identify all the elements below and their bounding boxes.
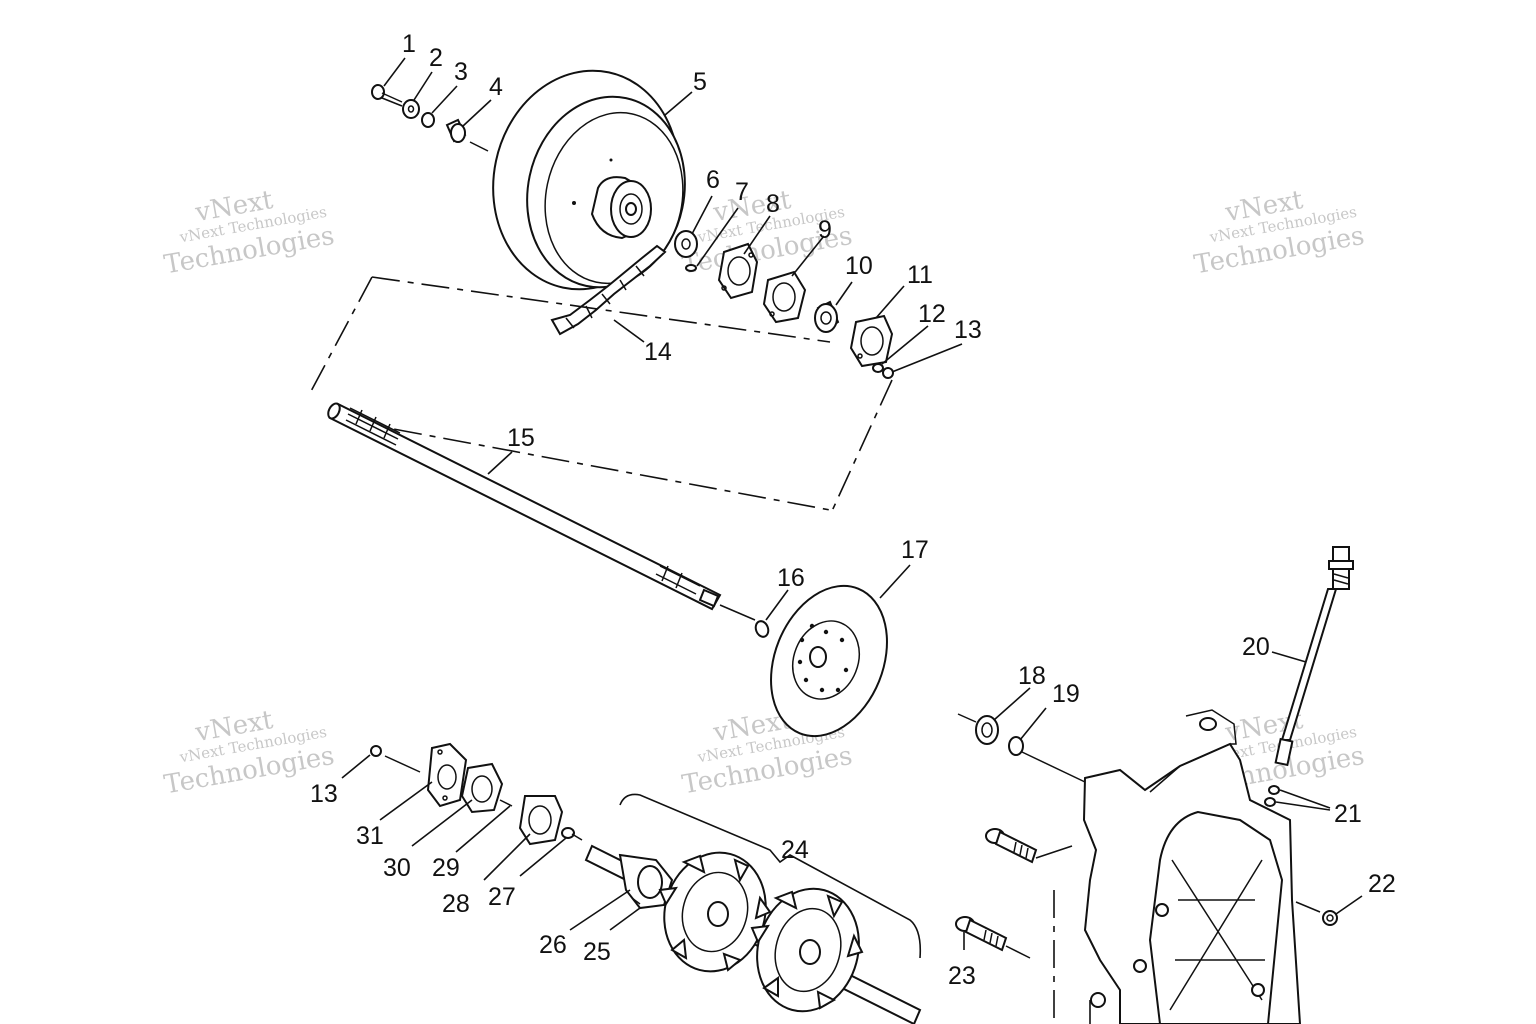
callout-30: 30: [383, 854, 411, 882]
callout-21: 21: [1334, 800, 1362, 828]
watermark-top-center: vNext vNext Technologies Technologies: [680, 185, 855, 280]
callout-20: 20: [1242, 633, 1270, 661]
mount-hole-upper: [1155, 903, 1169, 917]
pulley-part-5: [492, 69, 686, 291]
callout-13-lower: 13: [310, 780, 338, 808]
callout-13-upper: 13: [954, 316, 982, 344]
flange-part-30: [460, 762, 504, 814]
axis-line-bolt-lower: [1005, 945, 1031, 959]
axis-line-lower: [384, 755, 421, 773]
pin-part-6: [685, 264, 697, 272]
bracket-part-24: [619, 793, 922, 959]
upper-assembly: [371, 69, 894, 379]
callout-10: 10: [845, 252, 873, 280]
callout-19: 19: [1052, 680, 1080, 708]
callout-25: 25: [583, 938, 611, 966]
callout-14: 14: [644, 338, 672, 366]
nut-part-13-upper: [882, 367, 894, 379]
bolt-part-1: [371, 84, 403, 107]
seal-part-18: [975, 715, 999, 745]
axis-line-middle: [719, 604, 756, 621]
bolt-part-27: [561, 827, 583, 841]
chaincase-assembly: [955, 546, 1354, 1024]
callout-8: 8: [766, 190, 780, 218]
chaincase-flange-top: [1149, 709, 1237, 793]
callout-12: 12: [918, 300, 946, 328]
ring-part-16: [754, 620, 770, 638]
axis-line-bolt-upper: [1035, 845, 1073, 859]
callouts: 1 2 3 4 5 6 7 8 9 10 11 12 13 14 15 16 1…: [310, 30, 1396, 990]
flange-part-9: [762, 270, 807, 324]
axis-line-case: [1021, 751, 1086, 783]
flange-part-11: [849, 314, 894, 368]
axis-line-seal: [957, 713, 977, 723]
callout-18: 18: [1018, 662, 1046, 690]
flange-part-7: [717, 242, 759, 300]
watermark: vNext vNext Technologies Technologies vN…: [162, 185, 1367, 800]
callout-1: 1: [402, 30, 416, 58]
pin-part-29: [499, 799, 513, 807]
callout-22: 22: [1368, 870, 1396, 898]
washer-part-12: [872, 363, 884, 373]
watermark-top-left: vNext vNext Technologies Technologies: [162, 185, 337, 280]
lower-left-assembly: [370, 742, 922, 1024]
mount-hole-top: [1199, 717, 1217, 731]
nut-part-bottom: [1090, 992, 1106, 1008]
callout-16: 16: [777, 564, 805, 592]
drive-sprocket-right: [750, 887, 864, 1013]
washer-part-6: [674, 230, 698, 258]
callout-17: 17: [901, 536, 929, 564]
callout-28: 28: [442, 890, 470, 918]
washer-part-3: [421, 112, 435, 128]
washer-part-21b: [1264, 797, 1276, 807]
callout-15: 15: [507, 424, 535, 452]
nut-part-22: [1322, 910, 1338, 926]
mount-hole-right: [1251, 983, 1265, 997]
shaft-part-15: [327, 402, 722, 611]
callout-5: 5: [693, 68, 707, 96]
flange-part-31: [426, 742, 468, 808]
disc-part-17: [770, 584, 888, 738]
callout-27: 27: [488, 883, 516, 911]
cover-ribs: [1169, 859, 1265, 1011]
chaincase-cover: [1148, 810, 1284, 1024]
flange-part-28: [518, 795, 564, 846]
bolt-part-23-upper: [985, 828, 1038, 864]
callout-4: 4: [489, 73, 503, 101]
bolt-part-23-lower: [955, 916, 1008, 952]
washer-part-21a: [1268, 785, 1280, 795]
dipstick-part-20: [1274, 546, 1354, 767]
callout-23: 23: [948, 962, 976, 990]
axis-line-nut22: [1295, 901, 1321, 913]
callout-6: 6: [706, 166, 720, 194]
oring-part-19: [1008, 736, 1024, 756]
watermark-top-right: vNext vNext Technologies Technologies: [1192, 185, 1367, 280]
callout-9: 9: [818, 216, 832, 244]
bearing-part-10: [814, 300, 840, 333]
callout-26: 26: [539, 931, 567, 959]
callout-11: 11: [907, 261, 933, 289]
washer-part-2: [402, 99, 420, 119]
callout-2: 2: [429, 44, 443, 72]
bushing-part-4: [445, 118, 467, 143]
case-guide-line: [1053, 890, 1091, 1024]
callout-3: 3: [454, 58, 468, 86]
callout-31: 31: [356, 822, 384, 850]
callout-7: 7: [735, 178, 749, 206]
mount-hole-side: [1133, 959, 1147, 973]
assembly-frame-line: [308, 276, 893, 512]
callout-24: 24: [781, 836, 809, 864]
nut-part-13-lower: [370, 745, 382, 757]
leader-lines: [341, 57, 1363, 950]
axis-line-upper: [469, 141, 489, 152]
callout-29: 29: [432, 854, 460, 882]
chain-part-14: [550, 244, 667, 336]
